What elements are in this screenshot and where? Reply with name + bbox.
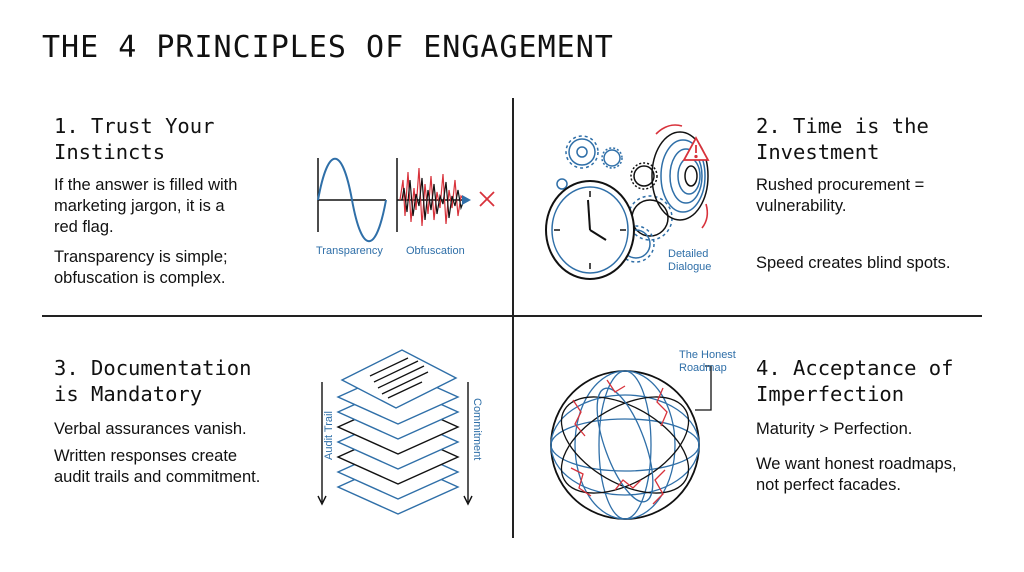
principle-4-body: Maturity > Perfection. We want honest ro…	[756, 419, 957, 496]
clock-gears-illustration: Detailed Dialogue	[545, 124, 711, 280]
principle-2-text-1: Rushed procurement = vulnerability.	[756, 176, 925, 215]
obfuscation-label: Obfuscation	[406, 245, 465, 257]
principle-4-heading: 4. Acceptance of Imperfection	[756, 356, 954, 406]
principle-4-text-1: Maturity > Perfection.	[756, 420, 913, 438]
dialogue-label: Dialogue	[668, 261, 711, 273]
audit-trail-label: Audit Trail	[323, 411, 335, 460]
page-title: THE 4 PRINCIPLES OF ENGAGEMENT	[42, 30, 614, 65]
principle-3-body: Verbal assurances vanish. Written respon…	[54, 419, 260, 488]
principle-3-heading: 3. Documentation is Mandatory	[54, 356, 252, 406]
principle-3-text-1: Verbal assurances vanish.	[54, 420, 247, 438]
principle-4-text-2: We want honest roadmaps, not perfect fac…	[756, 455, 957, 494]
principle-2-heading: 2. Time is the Investment	[756, 114, 929, 164]
horizontal-divider	[42, 315, 982, 317]
principle-1-text-1: If the answer is filled with marketing j…	[54, 176, 238, 236]
vertical-divider	[512, 98, 514, 538]
principle-1-heading: 1. Trust Your Instincts	[54, 114, 215, 164]
commitment-label: Commitment	[471, 398, 483, 460]
transparency-obfuscation-illustration: Transparency Obfuscation	[316, 157, 495, 257]
document-stack-illustration: Audit Trail Commitment	[317, 349, 483, 515]
principle-2-text-2: Speed creates blind spots.	[756, 254, 951, 272]
principle-2-body: Rushed procurement = vulnerability. Spee…	[756, 175, 950, 274]
globe-roadmap-illustration: The Honest Roadmap	[550, 349, 736, 520]
roadmap-label: Roadmap	[679, 362, 727, 374]
principle-3-text-2: Written responses create audit trails an…	[54, 447, 261, 486]
honest-label: The Honest	[679, 349, 736, 361]
detailed-label: Detailed	[668, 248, 708, 260]
principle-1-text-2: Transparency is simple; obfuscation is c…	[54, 248, 228, 287]
principle-1-body: If the answer is filled with marketing j…	[54, 175, 237, 289]
transparency-label: Transparency	[316, 245, 383, 257]
